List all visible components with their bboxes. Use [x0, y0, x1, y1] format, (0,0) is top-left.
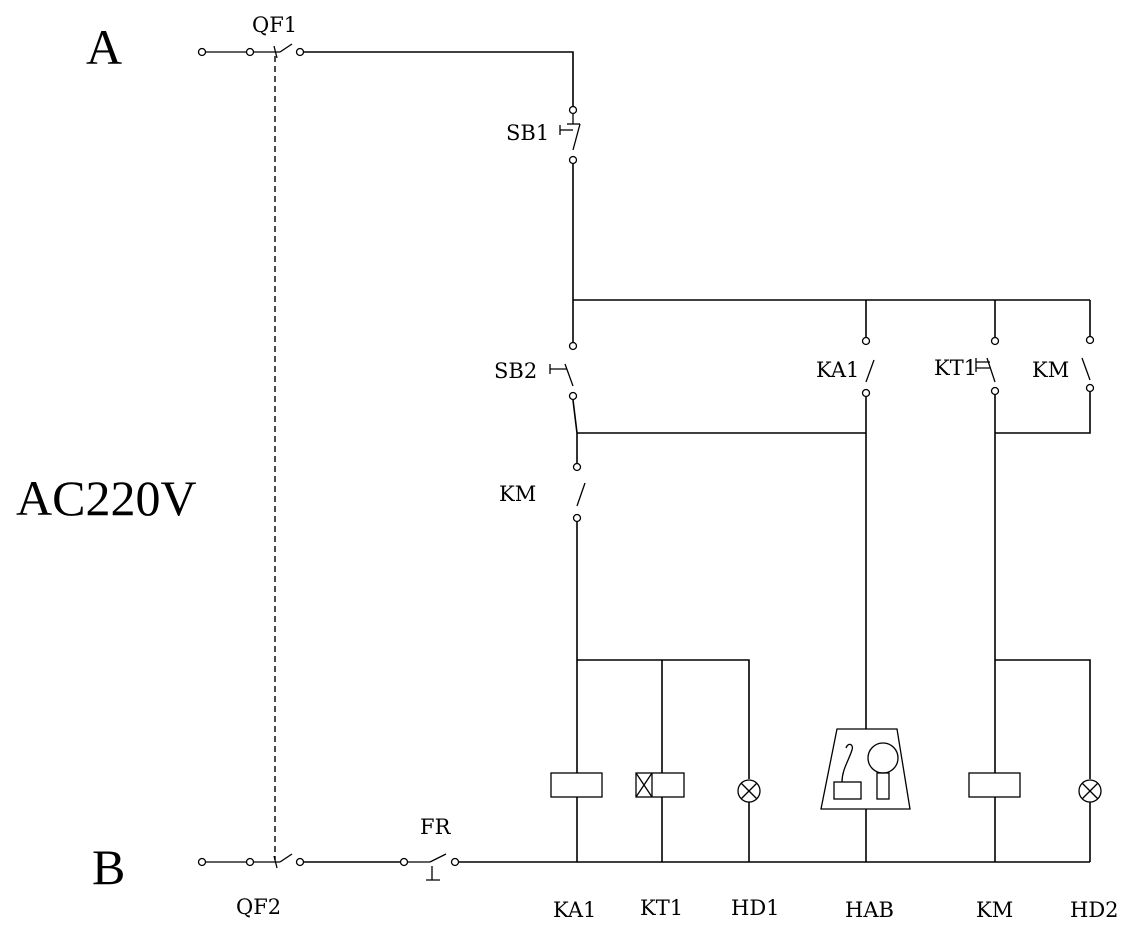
right-load-bus: [995, 659, 1091, 779]
ka1-contact: [861, 336, 875, 398]
km-series-contact: [572, 462, 586, 523]
km-parallel-label: KM: [1032, 358, 1069, 382]
wire-km-parallel-return: [995, 392, 1091, 434]
kt1-contact-label: KT1: [934, 356, 977, 380]
qf1-breaker: [197, 43, 305, 59]
sb2-switch: [549, 341, 578, 401]
left-load-bus: [577, 659, 750, 779]
top-rail-wire: [304, 51, 574, 107]
kt1-coil: [635, 772, 685, 798]
load-label-ka1: KA1: [553, 898, 596, 922]
km-coil: [968, 772, 1021, 798]
km-series-label: KM: [499, 482, 536, 506]
load-label-kt1: KT1: [640, 896, 683, 920]
ka1-coil: [550, 772, 603, 798]
hd2-lamp: [1078, 779, 1102, 803]
ka1-contact-label: KA1: [816, 358, 859, 382]
wire-sb2-junction: [572, 399, 578, 434]
qf1-label: QF1: [252, 13, 297, 37]
km-parallel-contact: [1081, 335, 1095, 393]
line-a-label: A: [86, 19, 122, 75]
load-label-km: KM: [976, 898, 1013, 922]
sb2-label: SB2: [494, 359, 537, 383]
sb1-label: SB1: [506, 121, 549, 145]
hd1-lamp: [737, 779, 761, 803]
qf2-label: QF2: [236, 895, 281, 919]
load-label-hd1: HD1: [731, 896, 780, 920]
line-b-label: B: [92, 839, 125, 895]
fr-overload-contact: [399, 853, 460, 881]
fr-label: FR: [420, 815, 452, 839]
hab-alarm: [820, 728, 911, 810]
kt1-contact: [975, 336, 1000, 396]
qf2-breaker: [197, 853, 305, 869]
voltage-label: AC220V: [16, 470, 197, 526]
sb1-switch: [559, 105, 581, 165]
load-label-hd2: HD2: [1070, 898, 1119, 922]
load-label-hab: HAB: [845, 898, 894, 922]
